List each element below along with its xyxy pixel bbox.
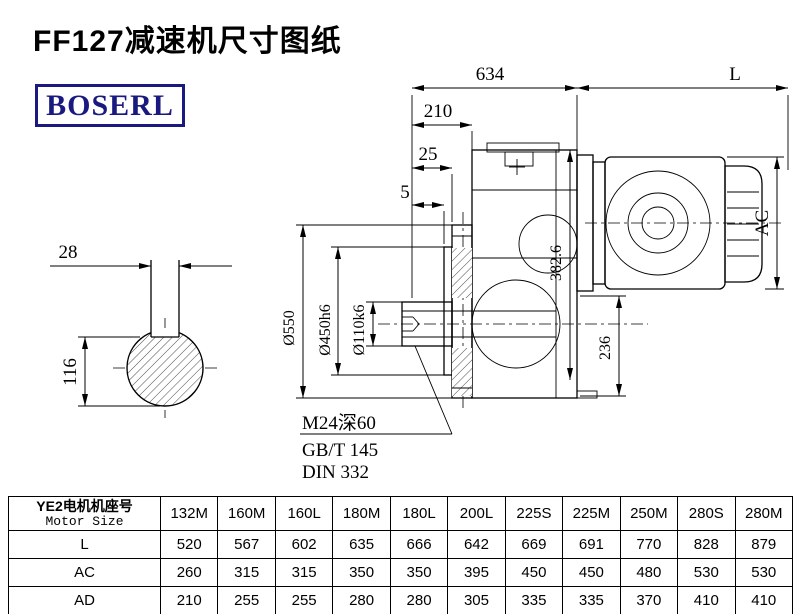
table-cell: 395	[447, 558, 506, 587]
dim-210-label: 210	[424, 101, 453, 122]
dim-spigot-dia-label: Ø450h6	[317, 304, 334, 356]
table-cell: 260	[159, 558, 219, 587]
col-header: 250M	[619, 496, 679, 531]
table-header-row: YE2电机机座号 Motor Size 132M 160M 160L 180M …	[8, 496, 794, 531]
col-header: 200L	[447, 496, 506, 531]
col-header: 180L	[389, 496, 449, 531]
dim-AC-label: AC	[752, 210, 773, 236]
callout-gbt-label: GB/T 145	[302, 440, 378, 461]
table-cell: 770	[619, 530, 679, 559]
col-header: 280S	[677, 496, 736, 531]
table-row-L: L 520 567 602 635 666 642 669 691 770 82…	[8, 530, 794, 559]
col-header: 132M	[159, 496, 219, 531]
table-cell: 335	[562, 586, 621, 614]
callout-din-label: DIN 332	[302, 462, 369, 483]
reducer-side-view	[378, 142, 782, 412]
dim-shaft-dia-label: Ø110k6	[351, 305, 368, 356]
main-dimensions: 634 L 210 25 5 AC Ø550	[281, 64, 789, 399]
table-cell: 410	[734, 586, 794, 614]
table-cell: 370	[619, 586, 679, 614]
table-cell: 280	[332, 586, 391, 614]
col-header: 180M	[332, 496, 391, 531]
dim-25-label: 25	[419, 144, 438, 165]
table-cell: 315	[217, 558, 276, 587]
col-header: 225M	[562, 496, 621, 531]
fan-cowl	[724, 165, 763, 283]
dim-overall-length-label: 634	[476, 64, 505, 85]
dim-motor-length-label: L	[729, 64, 741, 85]
dim-236-label: 236	[597, 336, 614, 360]
table-cell: 450	[562, 558, 621, 587]
table-row-AD: AD 210 255 255 280 280 305 335 335 370 4…	[8, 586, 794, 614]
brand-logo: BOSERL	[35, 84, 185, 127]
page-title: FF127减速机尺寸图纸	[33, 25, 342, 58]
table-cell: 669	[504, 530, 564, 559]
table-cell: 666	[389, 530, 449, 559]
col-header: 160L	[274, 496, 334, 531]
table-cell: 828	[677, 530, 736, 559]
table-cell: 305	[447, 586, 506, 614]
hollow-output-shaft	[401, 301, 453, 347]
table-cell: 602	[274, 530, 334, 559]
table-cell: 280	[389, 586, 449, 614]
table-cell: 335	[504, 586, 564, 614]
dim-5-label: 5	[400, 182, 410, 203]
table-row-AC: AC 260 315 315 350 350 395 450 450 480 5…	[8, 558, 794, 587]
motor	[576, 154, 763, 292]
table-cell: 210	[159, 586, 219, 614]
table-cell: 350	[389, 558, 449, 587]
callout-tap-label: M24深60	[302, 412, 376, 434]
gearbox-housing	[471, 142, 598, 399]
table-cell: 350	[332, 558, 391, 587]
tap-hole-callout: M24深60 GB/T 145 DIN 332	[300, 345, 453, 483]
table-title-en: Motor Size	[45, 514, 124, 529]
dim-flange-dia-label: Ø550	[281, 310, 298, 346]
table-cell: 879	[734, 530, 794, 559]
mounting-flange	[443, 224, 473, 399]
table-cell: 642	[447, 530, 506, 559]
table-title-cell: YE2电机机座号 Motor Size	[8, 496, 161, 531]
motor-size-table: YE2电机机座号 Motor Size 132M 160M 160L 180M …	[8, 496, 794, 614]
table-cell: 480	[619, 558, 679, 587]
table-title-cn: YE2电机机座号	[36, 498, 133, 514]
brand-logo-text: BOSERL	[46, 88, 174, 122]
table-cell: 530	[734, 558, 794, 587]
table-cell: 691	[562, 530, 621, 559]
table-cell: 450	[504, 558, 564, 587]
table-cell: 530	[677, 558, 736, 587]
dim-key-width-label: 28	[59, 242, 78, 263]
table-cell: 410	[677, 586, 736, 614]
table-cell: 635	[332, 530, 391, 559]
dim-382-label: 382.6	[548, 245, 565, 281]
row-label: L	[8, 530, 161, 559]
table-cell: 567	[217, 530, 276, 559]
col-header: 225S	[504, 496, 564, 531]
row-label: AC	[8, 558, 161, 587]
shaft-end-dimensions: 28 116	[50, 242, 232, 407]
table-cell: 315	[274, 558, 334, 587]
col-header: 160M	[217, 496, 276, 531]
table-cell: 255	[274, 586, 334, 614]
table-cell: 520	[159, 530, 219, 559]
table-cell: 255	[217, 586, 276, 614]
shaft-end-view	[113, 260, 217, 418]
dim-keyway-height-label: 116	[60, 358, 81, 386]
col-header: 280M	[734, 496, 794, 531]
row-label: AD	[8, 586, 161, 614]
